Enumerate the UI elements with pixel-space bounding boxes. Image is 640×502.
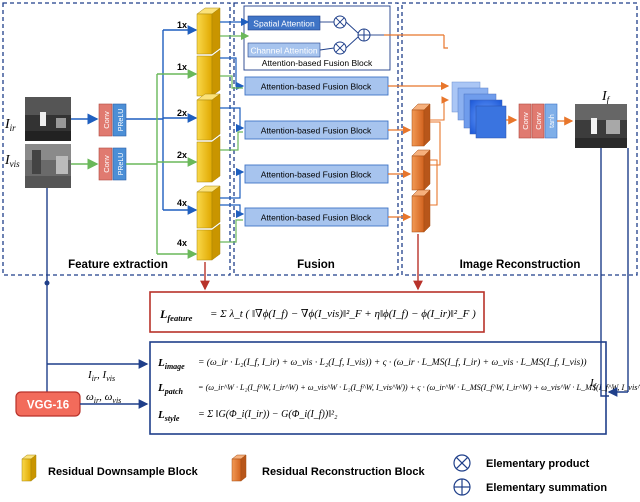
ir-conv-block: Conv PReLU xyxy=(98,103,127,137)
vgg-input-images-label: Iir, Ivis xyxy=(87,369,115,383)
svg-text:Conv: Conv xyxy=(102,155,111,173)
svg-text:tanh: tanh xyxy=(549,114,556,128)
svg-text:PReLU: PReLU xyxy=(118,109,125,132)
scale-label: 2x xyxy=(177,108,187,118)
residual-reconstruction-blocks xyxy=(411,103,431,233)
scale-label: 1x xyxy=(177,20,187,30)
legend-elementary-product: Elementary product xyxy=(453,454,590,472)
legend-residual-downsample: Residual Downsample Block xyxy=(21,454,199,482)
legend-elementary-summation: Elementary summation xyxy=(453,478,607,496)
patch-loss-equation: = (ω_ir^W · L₂(I_f^W, I_ir^W) + ω_vis^W … xyxy=(198,383,640,392)
fusion-blocks: Attention-based Fusion Block Attention-b… xyxy=(244,76,389,227)
vgg-weights-label: ωir, ωvis xyxy=(86,391,121,405)
svg-text:Attention-based Fusion Block: Attention-based Fusion Block xyxy=(261,126,372,136)
style-loss-equation: = Σ ‖G(Φ_i(I_ir)) − G(Φ_i(I_f))‖²₂ xyxy=(198,409,338,420)
svg-text:Elementary summation: Elementary summation xyxy=(486,482,607,494)
feature-loss-label: Lfeature xyxy=(159,307,193,323)
fusion-frame xyxy=(233,2,399,276)
output-label: If xyxy=(601,89,611,105)
feature-extraction-frame xyxy=(2,2,231,276)
svg-text:PReLU: PReLU xyxy=(118,153,125,176)
spatial-attention-label: Spatial Attention xyxy=(253,19,315,29)
scale-label: 4x xyxy=(177,198,187,208)
fusion-block-caption: Attention-based Fusion Block xyxy=(262,58,373,68)
legend: Residual Downsample Block Residual Recon… xyxy=(21,454,607,496)
svg-text:Attention-based Fusion Block: Attention-based Fusion Block xyxy=(261,82,372,92)
ir-input-image xyxy=(25,97,71,141)
svg-text:Conv: Conv xyxy=(102,111,111,129)
residual-downsample-blocks xyxy=(196,7,221,261)
reconstruction-conv-block: Conv Conv tanh xyxy=(518,103,558,139)
vgg16-label: VGG-16 xyxy=(27,400,69,412)
image-loss-label: Limage xyxy=(157,357,185,371)
patch-loss-label: Lpatch xyxy=(157,382,184,396)
feature-map-stack xyxy=(451,81,507,139)
image-reconstruction-frame xyxy=(401,2,638,276)
image-loss-equation: = (ω_ir · L₂(I_f, I_ir) + ω_vis · L₂(I_f… xyxy=(198,357,587,368)
feature-loss-box: Lfeature = Σ λ_t ( ‖∇ϕ(I_f) − ∇ϕ(I_vis)‖… xyxy=(149,291,485,333)
scale-label: 2x xyxy=(177,150,187,160)
svg-text:Attention-based Fusion Block: Attention-based Fusion Block xyxy=(261,170,372,180)
feature-loss-equation: = Σ λ_t ( ‖∇ϕ(I_f) − ∇ϕ(I_vis)‖²_F + η‖ϕ… xyxy=(210,308,476,320)
channel-attention-label: Channel Attention xyxy=(250,46,317,56)
style-loss-label: Lstyle xyxy=(157,409,180,423)
svg-text:Attention-based Fusion Block: Attention-based Fusion Block xyxy=(261,213,372,223)
scale-label: 1x xyxy=(177,62,187,72)
fused-output-image xyxy=(575,104,627,148)
svg-text:Residual Reconstruction Block: Residual Reconstruction Block xyxy=(262,466,425,478)
vis-input-image xyxy=(25,144,71,188)
section-feature-extraction: Feature extraction xyxy=(68,259,168,271)
legend-residual-reconstruction: Residual Reconstruction Block xyxy=(231,454,425,482)
fused-image-to-loss-label: If xyxy=(589,377,598,391)
main-loss-box: Limage = (ω_ir · L₂(I_f, I_ir) + ω_vis ·… xyxy=(149,341,640,435)
section-image-reconstruction: Image Reconstruction xyxy=(460,259,581,271)
svg-text:Conv: Conv xyxy=(534,112,543,130)
vis-conv-block: Conv PReLU xyxy=(98,147,127,181)
svg-text:Elementary product: Elementary product xyxy=(486,458,590,470)
svg-text:Residual Downsample Block: Residual Downsample Block xyxy=(48,466,199,478)
svg-text:Conv: Conv xyxy=(521,112,530,130)
scale-label: 4x xyxy=(177,238,187,248)
vis-input-label: Ivis xyxy=(4,153,20,169)
attention-fusion-detail: Spatial Attention Channel Attention Atte… xyxy=(243,5,391,71)
ir-input-label: Iir xyxy=(4,117,16,133)
section-fusion: Fusion xyxy=(297,259,335,271)
